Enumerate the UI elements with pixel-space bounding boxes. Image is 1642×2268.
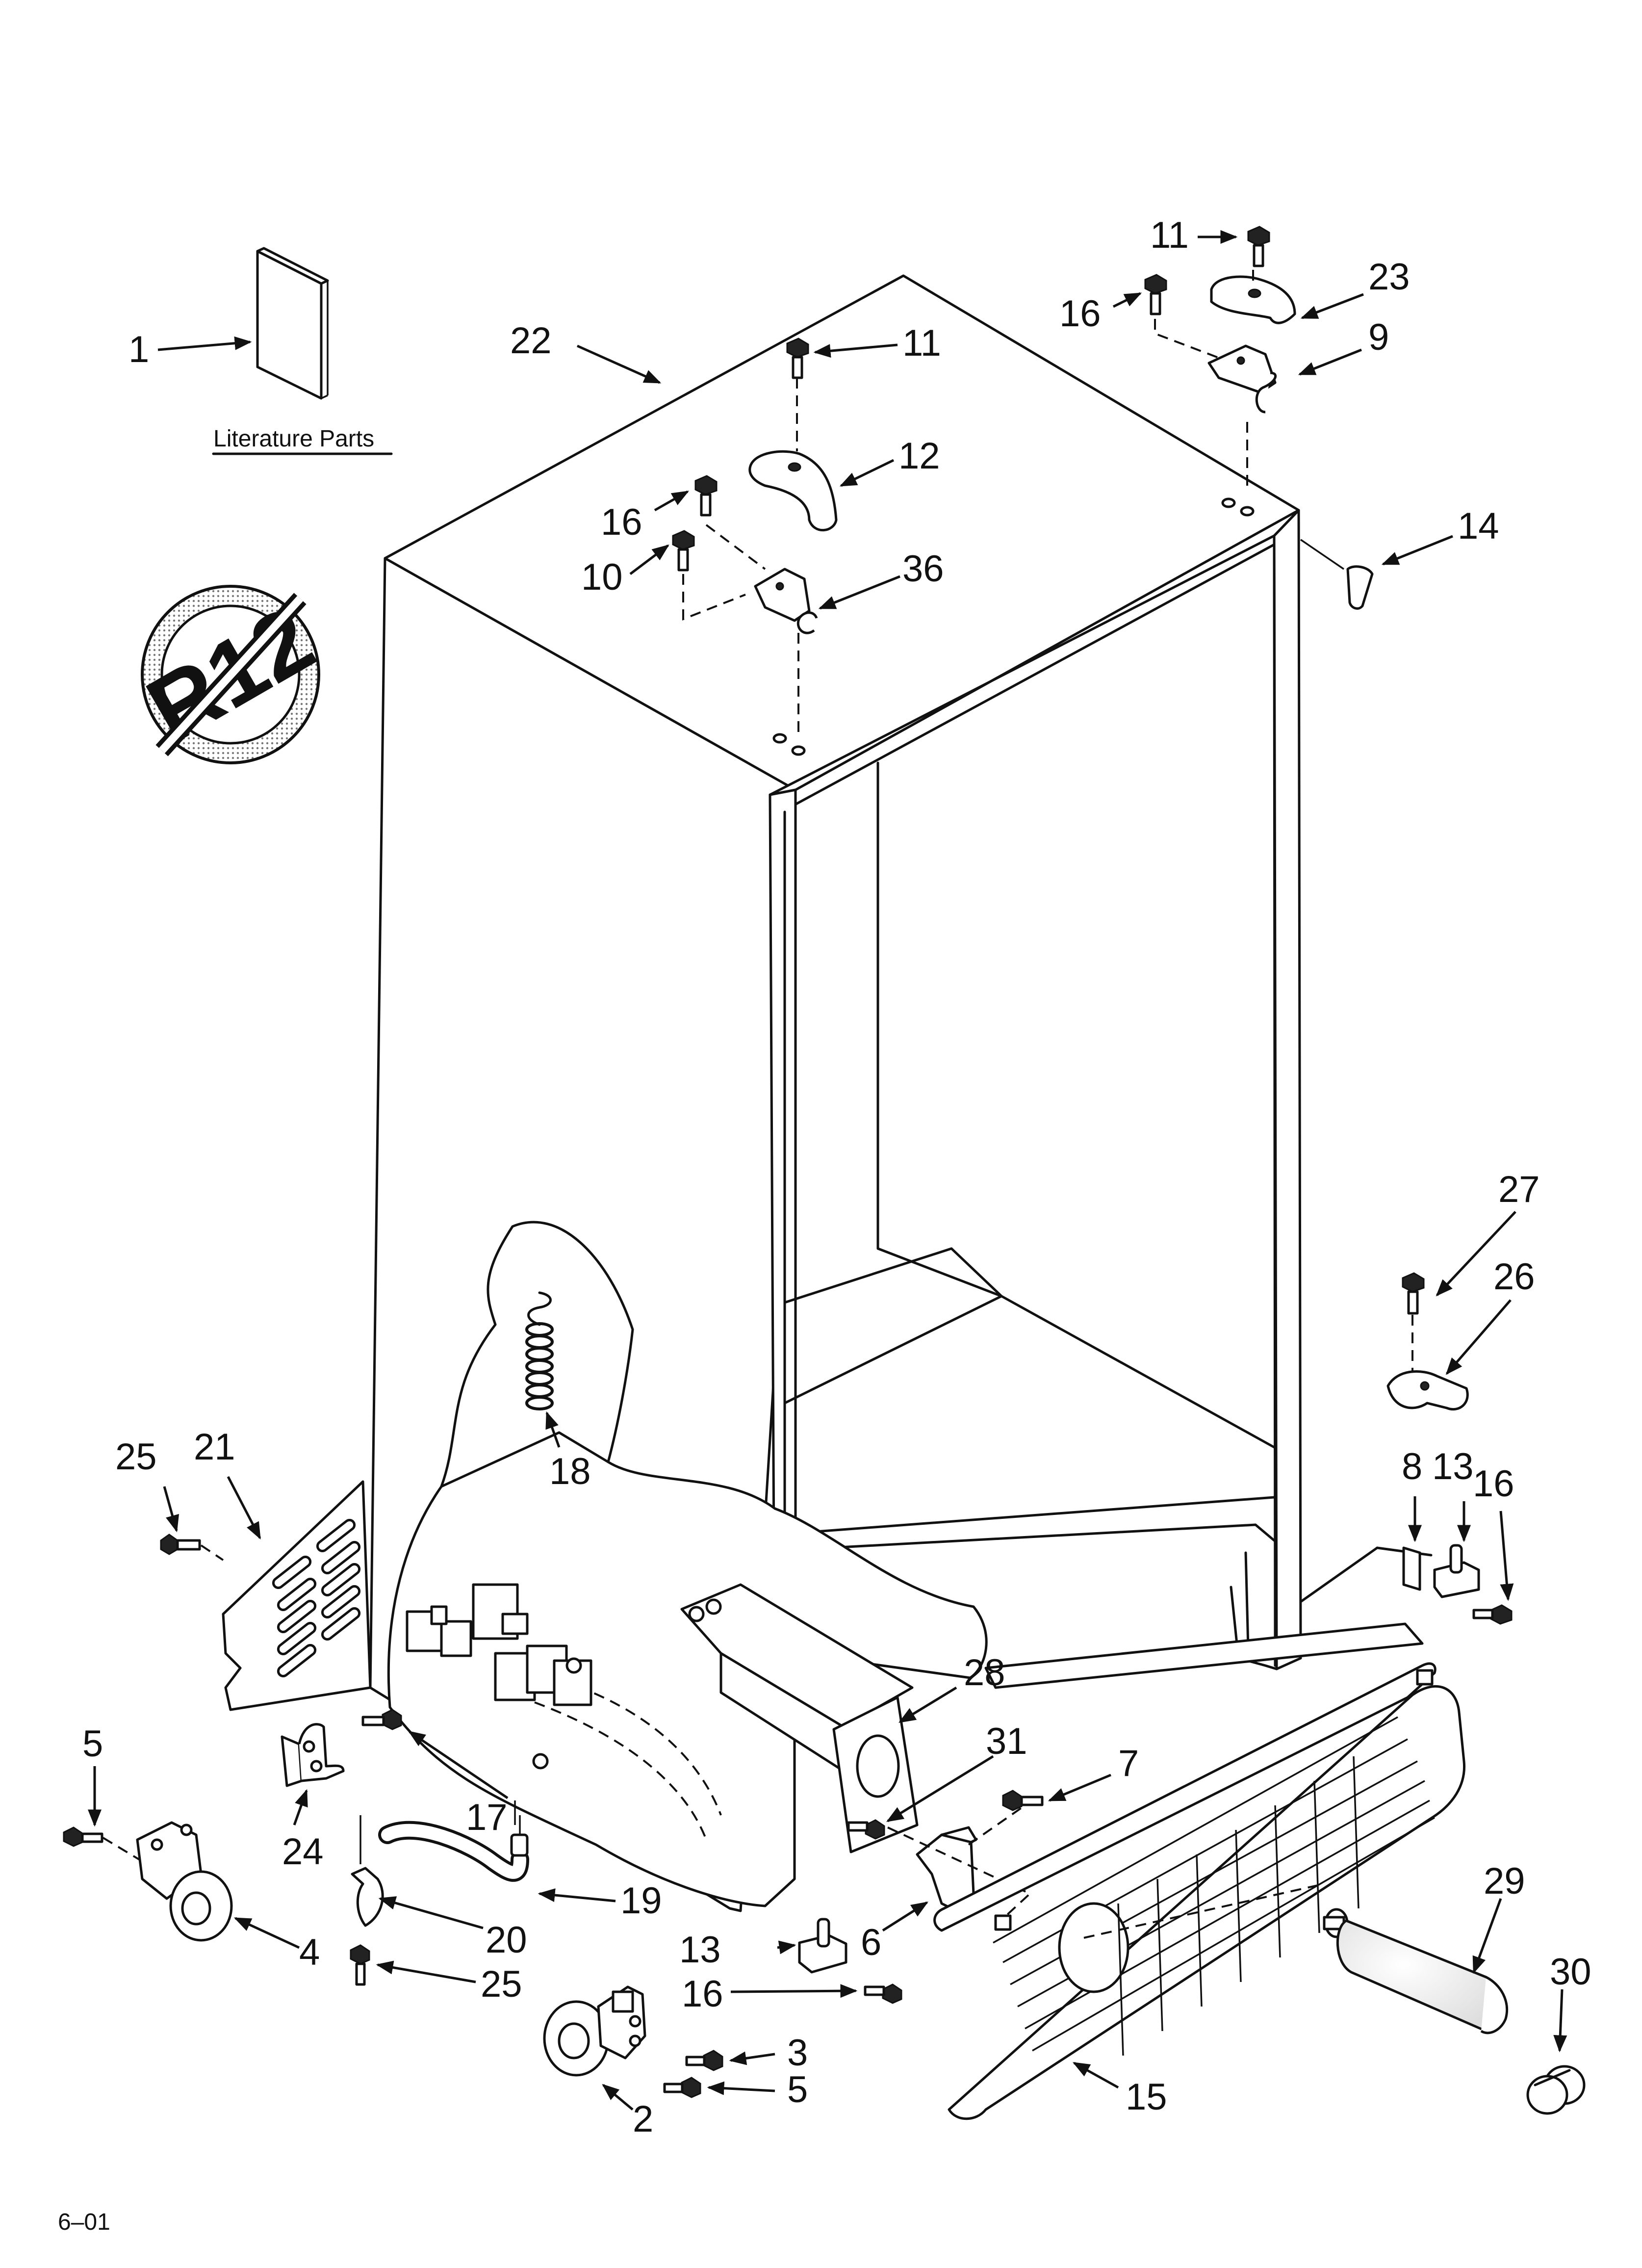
callout-16-lower-right: 16 [1473, 1463, 1514, 1505]
filter-part-29 [1323, 1908, 1509, 2034]
callout-30: 30 [1550, 1951, 1591, 1993]
clamp-part-24 [281, 1723, 345, 1787]
grille-part-15 [933, 1662, 1466, 2120]
callout-14: 14 [1458, 505, 1499, 547]
cap-part-30 [1526, 2065, 1586, 2115]
callout-5-center: 5 [787, 2069, 808, 2111]
screw-part-27 [1402, 1272, 1425, 1315]
callout-4: 4 [299, 1931, 320, 1973]
screw-part-25-upper [160, 1534, 201, 1555]
screw-part-25-lower [350, 1944, 370, 1986]
literature-booklet [256, 247, 329, 400]
callout-21: 21 [194, 1426, 235, 1468]
bracket-part-8 [1402, 1546, 1421, 1591]
cutaway-machine-compartment [387, 1221, 988, 1907]
screw-part-17 [361, 1709, 402, 1730]
screw-part-5-center [663, 2077, 701, 2098]
callout-29: 29 [1484, 1860, 1525, 1902]
callout-16-right: 16 [1059, 293, 1101, 335]
callout-25-lower: 25 [481, 1963, 522, 2005]
bracket-part-13-center [798, 1918, 847, 1974]
screw-part-16-lower-right [1472, 1604, 1513, 1625]
screw-part-11-right [1247, 226, 1270, 267]
hinge-part-36 [754, 568, 818, 634]
no-r12-badge: R12 [130, 585, 331, 764]
screw-part-16-lower [864, 1983, 902, 2004]
callout-17: 17 [466, 1797, 508, 1838]
callout-leaders [88, 230, 1567, 2111]
callout-16-lower: 16 [682, 1973, 723, 2015]
spring-part-18 [525, 1291, 554, 1410]
callout-6: 6 [861, 1922, 881, 1963]
callout-36: 36 [902, 548, 944, 590]
callout-12: 12 [898, 435, 940, 477]
roller-part-4 [136, 1821, 233, 1942]
callout-22: 22 [510, 320, 552, 362]
callout-18: 18 [549, 1451, 591, 1492]
hinge-cover-part-12 [748, 450, 838, 532]
callout-5-left: 5 [82, 1723, 103, 1765]
screw-part-16-right [1144, 274, 1167, 315]
roller-part-2 [543, 1985, 646, 2077]
callout-13-center: 13 [679, 1929, 721, 1971]
callout-11-center: 11 [902, 322, 941, 364]
callout-23: 23 [1368, 256, 1410, 298]
screw-part-31 [847, 1819, 885, 1840]
footer-code: 6–01 [58, 2209, 110, 2235]
callout-10: 10 [581, 556, 623, 598]
callout-15: 15 [1126, 2076, 1167, 2118]
callout-28: 28 [964, 1652, 1005, 1694]
callout-20: 20 [486, 1919, 527, 1961]
clip-part-14 [1346, 565, 1374, 610]
bracket-part-26 [1386, 1370, 1469, 1411]
callout-26: 26 [1493, 1256, 1535, 1298]
callout-16-center: 16 [601, 501, 642, 543]
callout-13-right: 13 [1432, 1446, 1474, 1487]
callout-numbers: 1 22 11 12 16 10 36 11 16 23 9 14 27 26 … [82, 214, 1591, 2140]
screw-part-5-left [63, 1826, 103, 1847]
callout-24: 24 [282, 1831, 324, 1873]
callout-9: 9 [1368, 316, 1389, 358]
callout-1: 1 [128, 329, 149, 370]
literature-parts-label: Literature Parts [213, 426, 374, 452]
callout-27: 27 [1498, 1169, 1540, 1210]
callout-31: 31 [986, 1721, 1027, 1762]
callout-3: 3 [787, 2032, 808, 2074]
callout-19: 19 [620, 1880, 662, 1922]
callout-11-right: 11 [1150, 214, 1189, 256]
hinge-cover-part-23 [1210, 275, 1296, 324]
bracket-part-13-right [1433, 1544, 1480, 1598]
screw-part-7 [1002, 1790, 1044, 1811]
screw-part-3 [685, 2050, 723, 2071]
callout-2: 2 [633, 2098, 653, 2140]
callout-7: 7 [1118, 1743, 1139, 1784]
screw-part-16-center [694, 475, 718, 517]
clip-part-20 [351, 1867, 384, 1927]
hinge-part-9 [1207, 344, 1277, 414]
grille-part-21 [222, 1480, 372, 1711]
screw-part-10 [672, 530, 695, 572]
callout-8: 8 [1402, 1446, 1422, 1487]
callout-25-upper: 25 [115, 1436, 157, 1478]
